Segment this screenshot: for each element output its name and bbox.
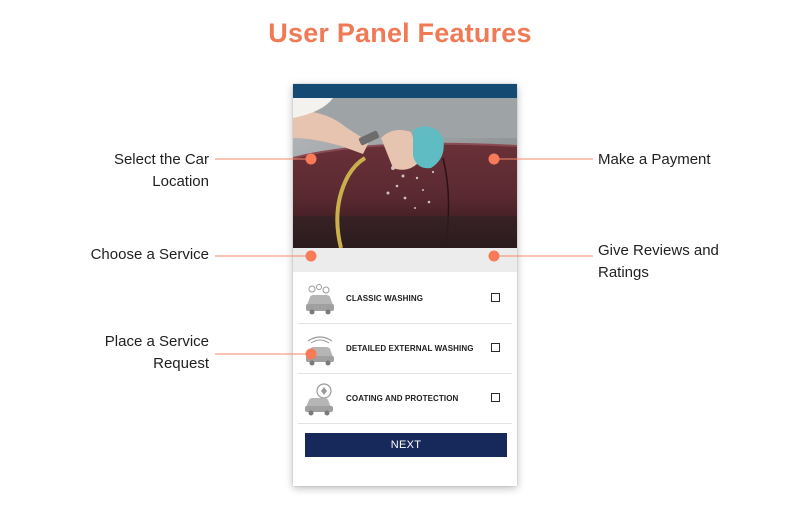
app-header-bar	[293, 84, 517, 98]
callout-line: Request	[153, 355, 209, 372]
service-list: CLASSIC WASHING DETAILED EXTERNAL WASHIN…	[298, 274, 512, 424]
phone-mockup: CLASSIC WASHING DETAILED EXTERNAL WASHIN…	[293, 84, 517, 486]
service-label: CLASSIC WASHING	[346, 294, 424, 303]
callout-line: Give Reviews and	[598, 242, 719, 259]
service-row-classic-washing[interactable]: CLASSIC WASHING	[298, 274, 512, 324]
callout-line: Select the Car	[113, 151, 209, 168]
service-checkbox[interactable]	[491, 343, 500, 352]
callout-select-car-location: Select the Car Location	[19, 149, 209, 193]
next-button[interactable]: NEXT	[305, 433, 507, 457]
callout-place-request: Place a Service Request	[19, 331, 209, 375]
service-checkbox[interactable]	[491, 293, 500, 302]
callout-dot	[305, 348, 317, 360]
map-strip	[293, 248, 517, 272]
callout-line: Location	[152, 173, 209, 190]
callout-line: Choose a Service	[90, 246, 209, 263]
callout-line: Place a Service	[104, 333, 209, 350]
callout-dot	[488, 153, 500, 165]
callout-dot	[488, 250, 500, 262]
callout-line: Ratings	[598, 264, 649, 281]
callout-give-reviews: Give Reviews and Ratings	[598, 240, 788, 284]
service-row-coating-and-protection[interactable]: COATING AND PROTECTION	[298, 374, 512, 424]
service-label: COATING AND PROTECTION	[346, 394, 459, 403]
callout-choose-service: Choose a Service	[19, 244, 209, 266]
callout-line: Make a Payment	[598, 151, 711, 168]
car-protection-icon	[305, 382, 333, 415]
car-wash-hero-image	[293, 98, 517, 248]
service-checkbox[interactable]	[491, 393, 500, 402]
callout-make-payment: Make a Payment	[598, 149, 788, 171]
page-title: User Panel Features	[268, 18, 532, 48]
callout-dot	[305, 153, 317, 165]
car-wash-icon	[306, 283, 334, 314]
callout-dot	[305, 250, 317, 262]
service-row-detailed-external-washing[interactable]: DETAILED EXTERNAL WASHING	[298, 324, 512, 374]
service-label: DETAILED EXTERNAL WASHING	[346, 344, 474, 353]
